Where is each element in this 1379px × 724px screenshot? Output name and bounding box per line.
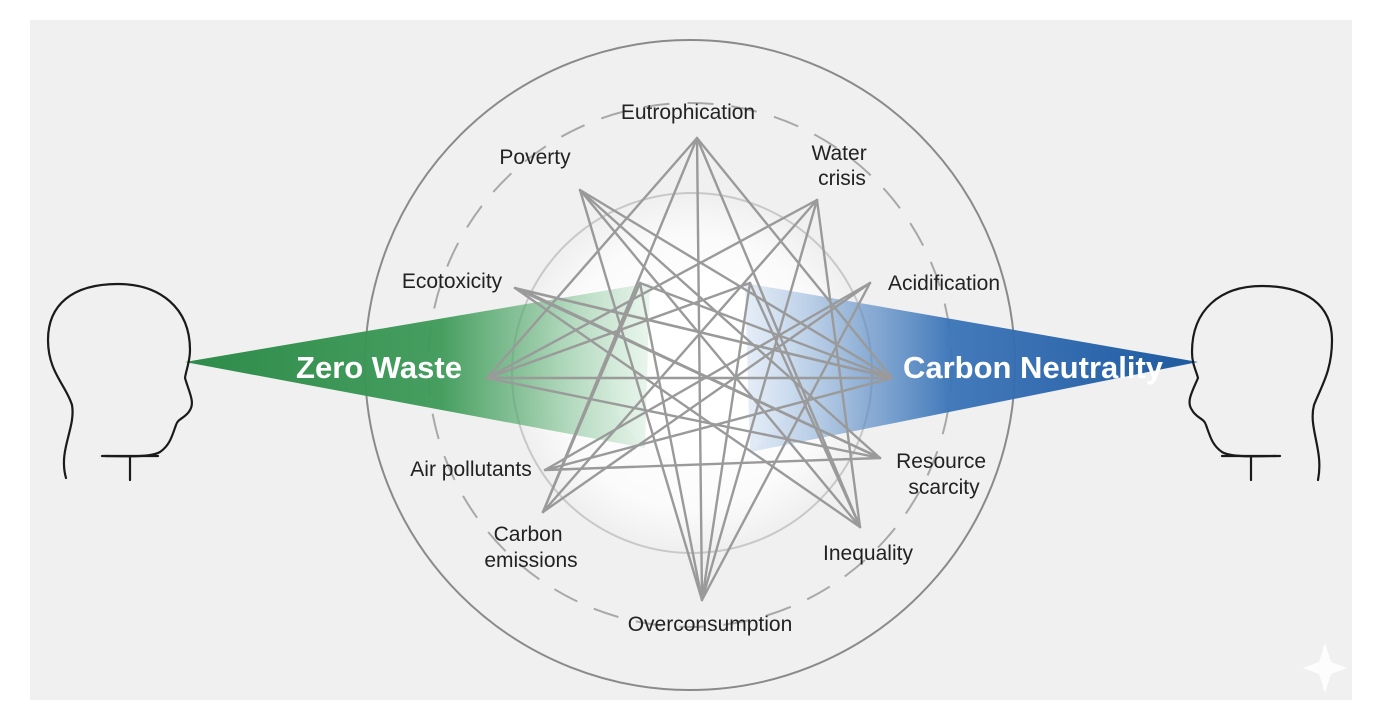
connection-line [485,376,882,460]
connection-line [520,288,882,460]
connection-line [485,281,752,380]
connection-line [578,188,894,380]
carbon-neutrality-label: Carbon Neutrality [903,350,1164,385]
connection-line [695,136,894,380]
connection-line [543,376,894,472]
node-label-ecotoxicity: Ecotoxicity [402,270,503,293]
zero-waste-label: Zero Waste [296,350,462,385]
connection-line [578,188,704,602]
connection-line [520,288,894,380]
right-head-icon [1188,284,1334,482]
connection-line [578,188,882,460]
node-label-inequality: Inequality [823,542,913,565]
carbon-neutrality-banner [745,283,1198,452]
connection-line [638,281,894,380]
connection-line [541,198,819,514]
node-label-air-pollutants: Air pollutants [410,458,531,481]
left-head-icon [46,282,193,482]
connection-line [638,281,704,602]
connection-line [695,136,704,602]
node-label-poverty: Poverty [499,146,571,169]
connection-line [700,281,752,602]
connection-line [700,198,819,602]
node-label-resource-scarcity: Resource scarcity [896,450,992,499]
star-lines [485,136,894,602]
connection-line [541,281,872,514]
node-label-eutrophication: Eutrophication [621,101,755,124]
connection-line [543,456,882,472]
connection-line [485,198,819,380]
node-label-water-crisis: Water crisis [811,142,872,190]
connection-line [578,188,862,529]
connection-line [700,281,872,602]
connection-line [748,281,862,529]
node-label-acidification: Acidification [888,272,1000,295]
sparkle-icon [1303,643,1347,693]
node-label-carbon-emissions: Carbon emissions [484,523,577,572]
connection-line [815,198,862,529]
connection-line [541,281,642,514]
node-label-overconsumption: Overconsumption [628,613,793,636]
connection-line [485,136,699,380]
connection-line [513,286,862,529]
